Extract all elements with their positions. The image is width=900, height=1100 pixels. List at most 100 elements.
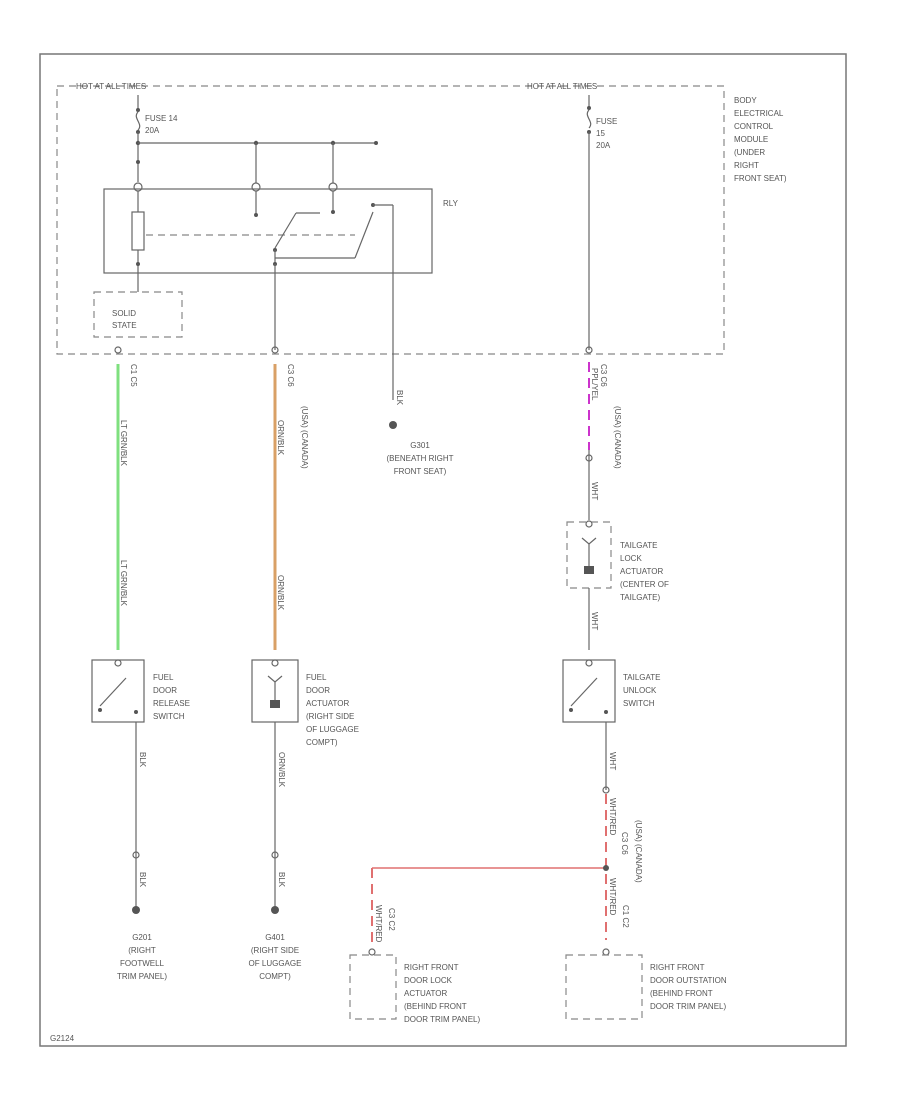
solid-state-box: SOLID STATE xyxy=(93,285,183,338)
diagram-frame xyxy=(39,53,847,1047)
svg-text:DOOR: DOOR xyxy=(153,686,177,695)
ground-g201: G201 (RIGHT FOOTWELL TRIM PANEL) xyxy=(117,933,167,981)
svg-text:LT GRN/BLK: LT GRN/BLK xyxy=(119,560,128,607)
svg-text:(RIGHT SIDE: (RIGHT SIDE xyxy=(306,712,354,721)
wire-lt-grn-blk: C1 C5 LT GRN/BLK LT GRN/BLK xyxy=(116,364,138,650)
svg-text:SOLID: SOLID xyxy=(112,309,136,318)
svg-text:WHT: WHT xyxy=(590,482,599,500)
svg-text:(CENTER OF: (CENTER OF xyxy=(620,580,669,589)
svg-text:DOOR TRIM PANEL): DOOR TRIM PANEL) xyxy=(404,1015,480,1024)
svg-text:TRIM PANEL): TRIM PANEL) xyxy=(117,972,167,981)
wire-ppl-yel: C3 C6 (USA) (CANADA) PPL/YEL WHT xyxy=(585,362,622,520)
rf-door-lock-actuator: RIGHT FRONT DOOR LOCK ACTUATOR (BEHIND F… xyxy=(349,954,480,1024)
svg-text:STATE: STATE xyxy=(112,321,137,330)
fuel-door-release-switch: FUEL DOOR RELEASE SWITCH BLK BLK xyxy=(91,659,190,914)
svg-text:C3 C2: C3 C2 xyxy=(387,908,396,931)
svg-text:C1 C2: C1 C2 xyxy=(621,905,630,928)
svg-text:WHT/RED: WHT/RED xyxy=(374,905,383,943)
svg-text:ACTUATOR: ACTUATOR xyxy=(404,989,447,998)
svg-text:COMPT): COMPT) xyxy=(259,972,291,981)
svg-text:C3 C6: C3 C6 xyxy=(599,364,608,387)
svg-text:20A: 20A xyxy=(145,126,160,135)
svg-text:WHT/RED: WHT/RED xyxy=(608,798,617,836)
svg-text:PPL/YEL: PPL/YEL xyxy=(590,368,599,401)
wire-wht-red-splice: WHT/RED C3 C2 WHT/RED C1 C2 xyxy=(368,794,630,956)
svg-text:FRONT SEAT): FRONT SEAT) xyxy=(734,174,787,183)
hot-label-left: HOT AT ALL TIMES xyxy=(76,82,146,91)
svg-text:ACTUATOR: ACTUATOR xyxy=(620,567,663,576)
svg-text:ACTUATOR: ACTUATOR xyxy=(306,699,349,708)
svg-text:C1 C5: C1 C5 xyxy=(129,364,138,387)
svg-text:LT GRN/BLK: LT GRN/BLK xyxy=(119,420,128,467)
svg-text:20A: 20A xyxy=(596,141,611,150)
svg-text:RELEASE: RELEASE xyxy=(153,699,190,708)
svg-text:DOOR OUTSTATION: DOOR OUTSTATION xyxy=(650,976,727,985)
svg-text:ORN/BLK: ORN/BLK xyxy=(277,752,286,788)
svg-text:BLK: BLK xyxy=(277,872,286,888)
svg-text:LOCK: LOCK xyxy=(620,554,642,563)
svg-text:G201: G201 xyxy=(132,933,152,942)
fuel-door-actuator: FUEL DOOR ACTUATOR (RIGHT SIDE OF LUGGAG… xyxy=(251,659,359,914)
svg-text:WHT: WHT xyxy=(590,612,599,630)
svg-text:ORN/BLK: ORN/BLK xyxy=(276,575,285,611)
svg-text:(USA) (CANADA): (USA) (CANADA) xyxy=(613,406,622,469)
svg-text:BLK: BLK xyxy=(395,390,404,406)
hot-label-right: HOT AT ALL TIMES xyxy=(527,82,597,91)
svg-text:RIGHT FRONT: RIGHT FRONT xyxy=(650,963,705,972)
svg-text:ELECTRICAL: ELECTRICAL xyxy=(734,109,784,118)
svg-text:CONTROL: CONTROL xyxy=(734,122,774,131)
svg-text:C3 C6: C3 C6 xyxy=(286,364,295,387)
relay: RLY xyxy=(103,143,459,400)
svg-text:G401: G401 xyxy=(265,933,285,942)
svg-text:DOOR LOCK: DOOR LOCK xyxy=(404,976,453,985)
svg-text:BODY: BODY xyxy=(734,96,757,105)
svg-text:BLK: BLK xyxy=(138,872,147,888)
svg-text:COMPT): COMPT) xyxy=(306,738,338,747)
svg-text:FUEL: FUEL xyxy=(306,673,327,682)
svg-text:WHT: WHT xyxy=(608,752,617,770)
svg-text:RLY: RLY xyxy=(443,199,459,208)
svg-text:(BEHIND FRONT: (BEHIND FRONT xyxy=(404,1002,467,1011)
svg-text:DOOR TRIM PANEL): DOOR TRIM PANEL) xyxy=(650,1002,726,1011)
svg-text:15: 15 xyxy=(596,129,605,138)
svg-text:SWITCH: SWITCH xyxy=(623,699,655,708)
fuse-14: FUSE 14 20A xyxy=(135,95,378,182)
ground-g401: G401 (RIGHT SIDE OF LUGGAGE COMPT) xyxy=(249,933,302,981)
svg-text:OF LUGGAGE: OF LUGGAGE xyxy=(306,725,359,734)
svg-text:(USA) (CANADA): (USA) (CANADA) xyxy=(634,820,643,883)
rf-door-key-switch: RIGHT FRONT DOOR OUTSTATION (BEHIND FRON… xyxy=(565,954,727,1020)
svg-text:(BENEATH RIGHT: (BENEATH RIGHT xyxy=(387,454,454,463)
svg-text:BLK: BLK xyxy=(138,752,147,768)
svg-text:C3 C6: C3 C6 xyxy=(620,832,629,855)
svg-text:RIGHT FRONT: RIGHT FRONT xyxy=(404,963,459,972)
svg-text:G301: G301 xyxy=(410,441,430,450)
svg-text:TAILGATE): TAILGATE) xyxy=(620,593,660,602)
svg-text:UNLOCK: UNLOCK xyxy=(623,686,657,695)
svg-text:DOOR: DOOR xyxy=(306,686,330,695)
svg-text:FRONT SEAT): FRONT SEAT) xyxy=(394,467,447,476)
svg-text:(RIGHT SIDE: (RIGHT SIDE xyxy=(251,946,299,955)
svg-text:TAILGATE: TAILGATE xyxy=(623,673,661,682)
svg-text:(UNDER: (UNDER xyxy=(734,148,765,157)
svg-text:ORN/BLK: ORN/BLK xyxy=(276,420,285,456)
svg-text:FUSE 14: FUSE 14 xyxy=(145,114,178,123)
fuse-15: FUSE 15 20A xyxy=(586,95,617,350)
svg-text:OF LUGGAGE: OF LUGGAGE xyxy=(249,959,302,968)
wire-orn-blk: C3 C6 (USA) (CANADA) ORN/BLK ORN/BLK xyxy=(273,364,309,650)
diagram-id: G2124 xyxy=(50,1034,75,1043)
svg-text:SWITCH: SWITCH xyxy=(153,712,185,721)
wire-blk-ground-g301: BLK G301 (BENEATH RIGHT FRONT SEAT) xyxy=(387,390,454,476)
tailgate-lock-actuator: TAILGATE LOCK ACTUATOR (CENTER OF TAILGA… xyxy=(566,520,669,650)
module-label: BODY ELECTRICAL CONTROL MODULE (UNDER RI… xyxy=(734,96,787,183)
svg-text:FUEL: FUEL xyxy=(153,673,174,682)
svg-text:(RIGHT: (RIGHT xyxy=(128,946,156,955)
svg-text:MODULE: MODULE xyxy=(734,135,768,144)
svg-text:FUSE: FUSE xyxy=(596,117,617,126)
tailgate-unlock-switch: TAILGATE UNLOCK SWITCH WHT WHT/RED C3 C6… xyxy=(562,659,661,883)
svg-text:(USA) (CANADA): (USA) (CANADA) xyxy=(300,406,309,469)
svg-text:(BEHIND FRONT: (BEHIND FRONT xyxy=(650,989,713,998)
svg-text:FOOTWELL: FOOTWELL xyxy=(120,959,165,968)
svg-text:RIGHT: RIGHT xyxy=(734,161,759,170)
svg-text:WHT/RED: WHT/RED xyxy=(608,878,617,916)
